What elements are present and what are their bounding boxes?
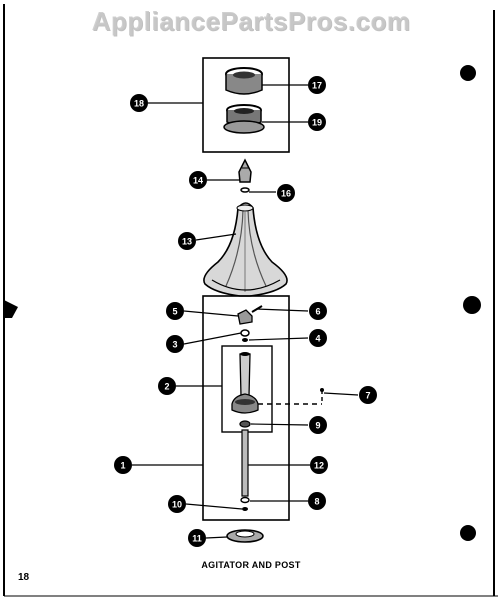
seal-kit-box bbox=[202, 57, 290, 153]
svg-text:14: 14 bbox=[193, 176, 203, 186]
diagram-sheet bbox=[4, 4, 498, 596]
part-agitator-cap bbox=[238, 158, 252, 183]
part-seal-ring bbox=[226, 529, 264, 543]
part-washer-9 bbox=[239, 420, 251, 428]
part-agitator bbox=[203, 202, 288, 297]
callout-13: 13 bbox=[178, 232, 196, 250]
callout-11: 11 bbox=[188, 529, 206, 547]
callout-6: 6 bbox=[309, 302, 327, 320]
callout-12: 12 bbox=[310, 456, 328, 474]
page-number: 18 bbox=[18, 572, 30, 583]
svg-text:2: 2 bbox=[164, 382, 169, 392]
punch-hole-middle bbox=[463, 296, 481, 314]
svg-text:13: 13 bbox=[182, 237, 192, 247]
svg-text:17: 17 bbox=[312, 81, 322, 91]
svg-text:3: 3 bbox=[172, 340, 177, 350]
diagram-caption: AGITATOR AND POST bbox=[201, 560, 301, 570]
svg-text:10: 10 bbox=[172, 500, 182, 510]
callout-9: 9 bbox=[309, 416, 327, 434]
callout-14: 14 bbox=[189, 171, 207, 189]
part-seal-upper bbox=[225, 67, 263, 95]
svg-text:9: 9 bbox=[315, 421, 320, 431]
part-drive-block bbox=[231, 352, 259, 414]
svg-text:1: 1 bbox=[120, 461, 125, 471]
svg-text:8: 8 bbox=[314, 497, 319, 507]
callout-8: 8 bbox=[308, 492, 326, 510]
part-seal-lower bbox=[223, 104, 265, 134]
callout-16-top: 16 bbox=[277, 184, 295, 202]
svg-text:5: 5 bbox=[172, 307, 177, 317]
svg-text:16: 16 bbox=[281, 189, 291, 199]
scan-mark-left bbox=[4, 300, 18, 318]
svg-text:4: 4 bbox=[315, 334, 320, 344]
svg-text:12: 12 bbox=[314, 461, 324, 471]
agitator-post-box bbox=[202, 295, 290, 521]
part-3 bbox=[240, 329, 250, 337]
callout-7: 7 bbox=[359, 386, 377, 404]
svg-text:6: 6 bbox=[315, 307, 320, 317]
callout-1: 1 bbox=[114, 456, 132, 474]
callout-19: 19 bbox=[308, 113, 326, 131]
svg-text:7: 7 bbox=[365, 391, 370, 401]
svg-text:18: 18 bbox=[134, 99, 144, 109]
callout-4: 4 bbox=[309, 329, 327, 347]
part-8 bbox=[240, 496, 250, 504]
part-10 bbox=[242, 507, 248, 511]
svg-text:11: 11 bbox=[192, 534, 202, 544]
svg-text:19: 19 bbox=[312, 118, 322, 128]
callout-2: 2 bbox=[158, 377, 176, 395]
part-cam bbox=[237, 309, 253, 325]
part-washer-16 bbox=[240, 187, 250, 193]
punch-hole-top bbox=[460, 65, 476, 81]
watermark-text: AppliancePartsPros.com bbox=[91, 6, 411, 36]
callout-17: 17 bbox=[308, 76, 326, 94]
part-pin-7 bbox=[320, 388, 324, 392]
part-4 bbox=[242, 338, 248, 342]
callout-10: 10 bbox=[168, 495, 186, 513]
callout-5: 5 bbox=[166, 302, 184, 320]
callout-3: 3 bbox=[166, 335, 184, 353]
callout-18: 18 bbox=[130, 94, 148, 112]
punch-hole-bottom bbox=[460, 525, 476, 541]
part-post bbox=[241, 429, 249, 497]
